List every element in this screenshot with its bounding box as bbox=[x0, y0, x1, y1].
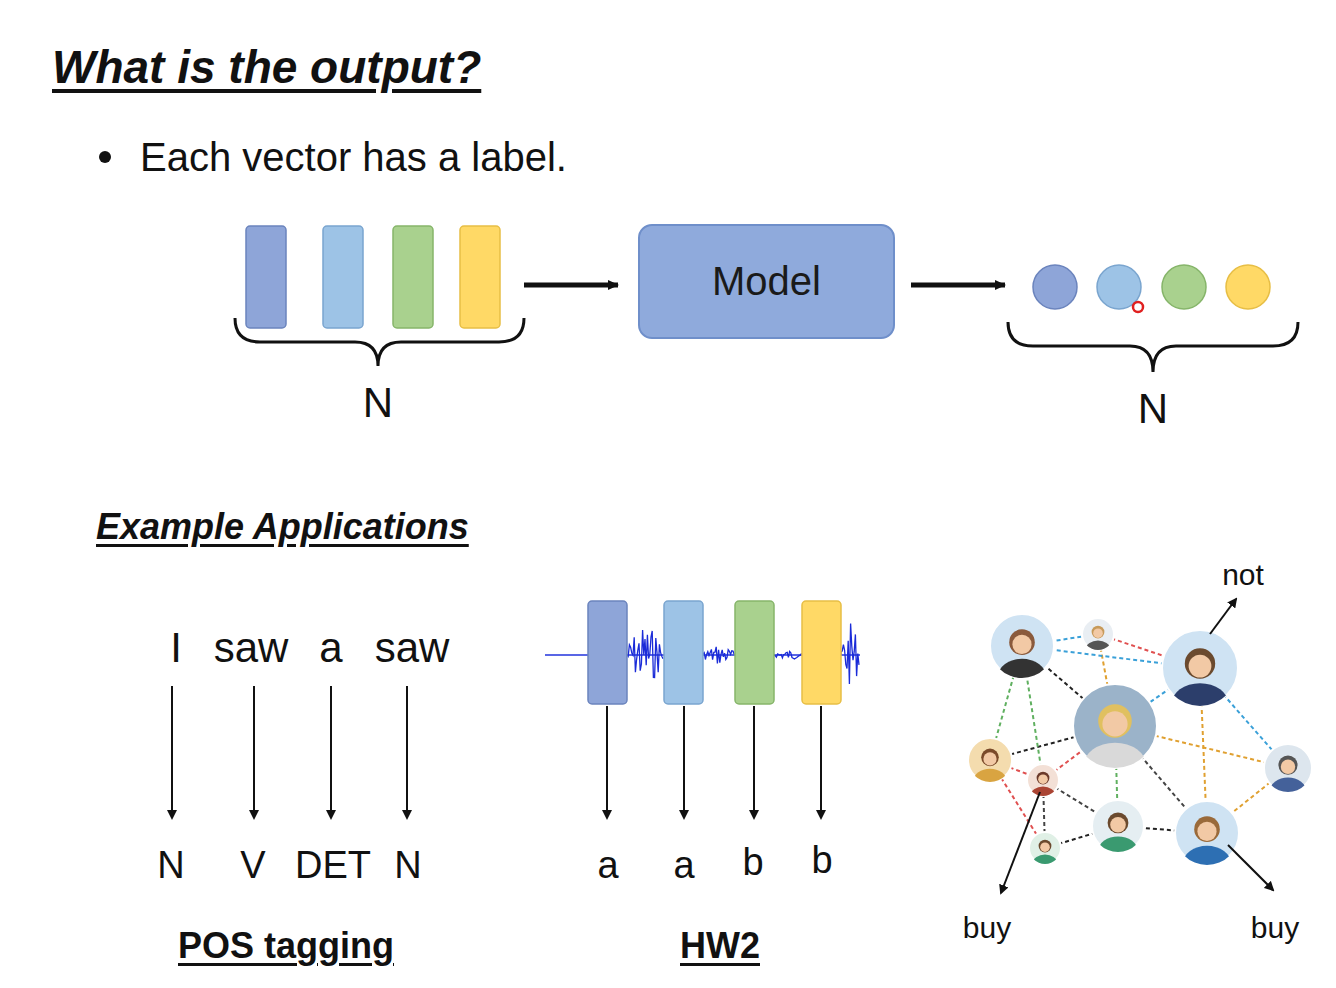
person-avatar bbox=[1029, 832, 1061, 872]
sentence-word: saw bbox=[214, 625, 289, 671]
brace bbox=[235, 318, 524, 366]
model-box: Model bbox=[638, 224, 895, 339]
pos-tag: DET bbox=[295, 845, 371, 887]
phoneme-label: b bbox=[742, 842, 763, 884]
person-avatar bbox=[1082, 618, 1114, 658]
pos-tag: N bbox=[394, 845, 421, 887]
output-labels bbox=[1033, 265, 1270, 312]
network-people bbox=[968, 614, 1312, 881]
count-label: N bbox=[1138, 386, 1168, 432]
person-avatar bbox=[1092, 800, 1144, 865]
sentence-word: I bbox=[170, 625, 182, 671]
bullet-text: Each vector has a label. bbox=[140, 135, 567, 179]
flow-arrow bbox=[911, 283, 1005, 288]
example-name: POS tagging bbox=[178, 926, 394, 966]
person-avatar bbox=[990, 614, 1054, 694]
person-avatar bbox=[1175, 801, 1239, 881]
bullet bbox=[99, 151, 111, 163]
person-avatar bbox=[1162, 630, 1238, 725]
network-label: buy bbox=[1251, 911, 1299, 944]
sentence-word: a bbox=[319, 625, 342, 671]
section-heading: Example Applications bbox=[96, 507, 469, 547]
person-avatar bbox=[1073, 684, 1157, 789]
phoneme-label: a bbox=[673, 845, 694, 887]
person-avatar bbox=[1027, 764, 1059, 804]
frame-vectors bbox=[588, 601, 841, 704]
pos-tag: V bbox=[240, 845, 265, 887]
example-name: HW2 bbox=[680, 926, 760, 966]
pos-tag: N bbox=[157, 845, 184, 887]
tag-arrows bbox=[172, 686, 407, 818]
frame-arrows bbox=[607, 706, 821, 818]
person-avatar bbox=[968, 738, 1012, 793]
node-text: Model bbox=[712, 259, 821, 304]
flow-arrow bbox=[524, 283, 618, 288]
sentence-word: saw bbox=[375, 625, 450, 671]
person-avatar bbox=[1264, 744, 1312, 804]
count-label: N bbox=[363, 380, 393, 426]
brace bbox=[1008, 322, 1298, 372]
phoneme-label: a bbox=[597, 845, 618, 887]
network-label: buy bbox=[963, 911, 1011, 944]
network-arrows bbox=[1001, 599, 1273, 893]
input-vectors bbox=[246, 226, 500, 328]
network-label: not bbox=[1222, 558, 1264, 591]
phoneme-label: b bbox=[811, 840, 832, 882]
slide-title: What is the output? bbox=[52, 42, 481, 93]
